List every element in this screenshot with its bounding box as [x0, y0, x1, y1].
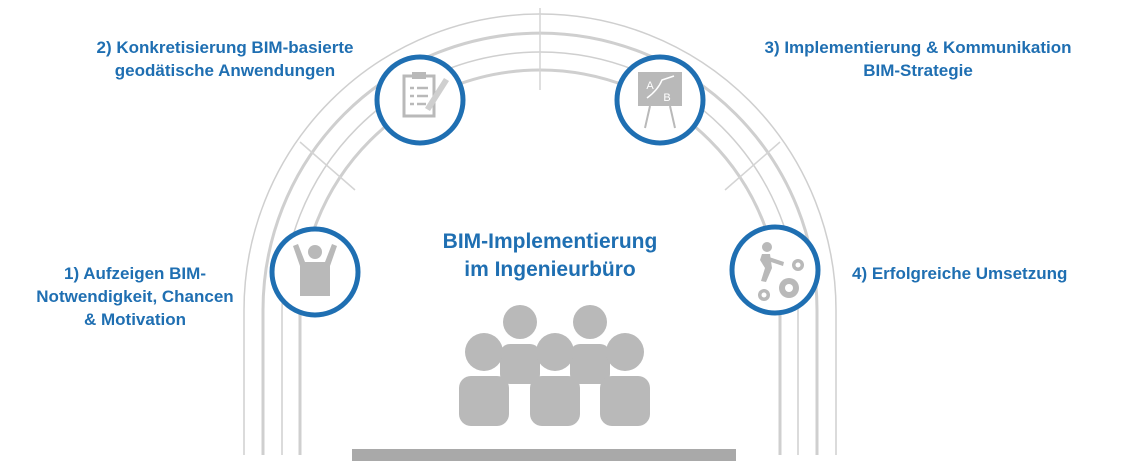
presentation-board-icon: A B [638, 72, 682, 129]
step-3-label-line: BIM-Strategie [863, 61, 973, 80]
group-of-people-icon [459, 305, 650, 426]
board-letter-b: B [663, 92, 670, 104]
center-title: BIM-Implementierung im Ingenieurbüro [390, 228, 710, 284]
step-4-circle [729, 224, 821, 316]
step-4-label-line: 4) Erfolgreiche Umsetzung [852, 264, 1068, 283]
divider-line [299, 141, 356, 191]
clipboard-checklist-icon [402, 72, 449, 118]
cheering-person-icon [293, 244, 337, 296]
center-title-line-2: im Ingenieurbüro [464, 258, 636, 281]
step-1-label: 1) Aufzeigen BIM- Notwendigkeit, Chancen… [10, 262, 260, 331]
step-2-label-line: 2) Konkretisierung BIM-basierte [96, 38, 354, 57]
base-platform [352, 449, 736, 461]
divider-line [724, 141, 781, 191]
step-2-label-line: geodätische Anwendungen [114, 61, 336, 80]
step-1-label-line: Notwendigkeit, Chancen [36, 287, 234, 306]
step-1-label-line: 1) Aufzeigen BIM- [64, 264, 206, 283]
step-2-circle [374, 54, 466, 146]
board-letter-a: A [646, 80, 654, 92]
step-4-label: 4) Erfolgreiche Umsetzung [852, 262, 1122, 285]
step-3-circle: A B [614, 54, 706, 146]
step-3-label-line: 3) Implementierung & Kommunikation [764, 38, 1072, 57]
center-title-line-1: BIM-Implementierung [442, 230, 658, 253]
step-1-circle [269, 226, 361, 318]
step-1-label-line: & Motivation [84, 310, 186, 329]
step-3-label: 3) Implementierung & Kommunikation BIM-S… [708, 36, 1128, 82]
divider-lines [299, 8, 781, 191]
step-2-label: 2) Konkretisierung BIM-basierte geodätis… [55, 36, 395, 82]
person-pushing-gears-icon [758, 242, 804, 301]
